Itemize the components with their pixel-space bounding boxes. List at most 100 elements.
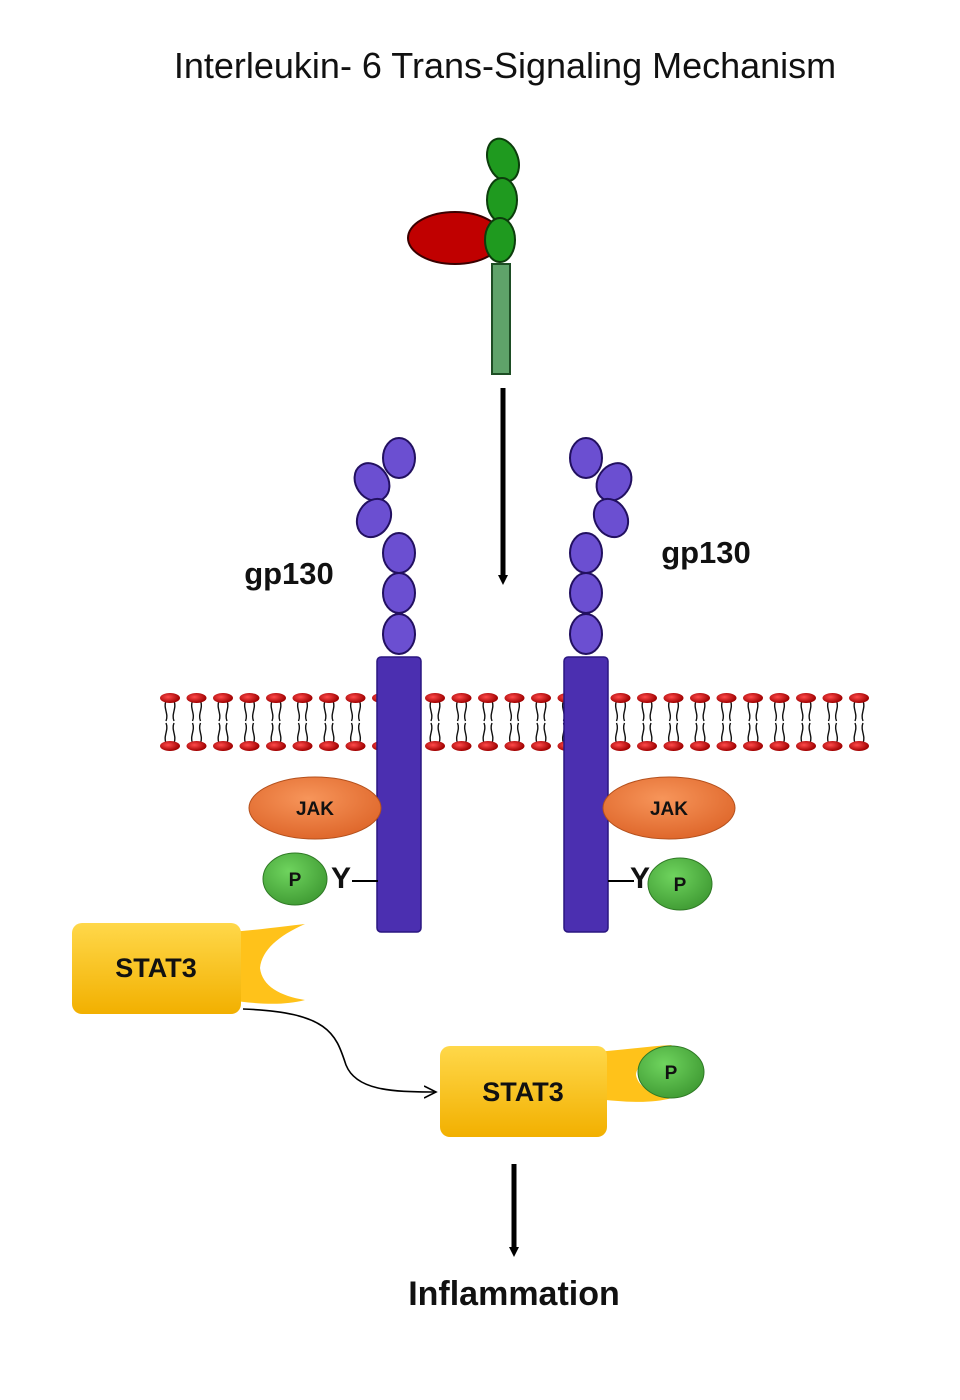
- membrane-tail: [516, 700, 521, 722]
- membrane-tail: [164, 722, 168, 744]
- jak-right-shape: [602, 776, 736, 840]
- gp130-left-domain-5: [382, 572, 416, 614]
- phosphate-right-label: P: [674, 875, 687, 896]
- membrane-tail: [243, 722, 248, 744]
- membrane-lipid-head: [690, 741, 710, 751]
- stat3-active-sh2-claw: [595, 1045, 672, 1102]
- membrane-tail: [641, 700, 645, 722]
- membrane-tail: [773, 722, 778, 744]
- gp130-left-label: gp130: [244, 556, 334, 591]
- membrane-lipid-head: [478, 741, 498, 751]
- membrane-tail: [694, 722, 698, 744]
- membrane-tail: [490, 722, 494, 744]
- membrane-lipid-head: [292, 741, 313, 751]
- membrane-tail: [455, 700, 460, 722]
- membrane-lipid-head: [663, 693, 684, 703]
- phosphate-left-label: P: [289, 870, 302, 891]
- membrane-lipid-head: [796, 693, 816, 703]
- membrane-tail: [270, 722, 274, 744]
- membrane-tail: [853, 722, 857, 744]
- membrane-tail: [800, 722, 804, 744]
- sil6r-domain-middle: [486, 177, 518, 223]
- cell-membrane: [160, 693, 869, 751]
- phosphate-left: [262, 852, 328, 906]
- jak-right: JAK: [602, 776, 736, 840]
- il6-sil6r-complex: [407, 137, 520, 375]
- membrane-tail: [614, 700, 619, 722]
- membrane-tail: [508, 722, 513, 744]
- membrane-tail: [278, 700, 282, 722]
- membrane-tail: [217, 700, 221, 722]
- membrane-lipid-head: [637, 741, 657, 751]
- activation-arrow: [242, 1008, 436, 1092]
- membrane-lipid-head: [425, 741, 445, 751]
- membrane-tail: [270, 700, 274, 722]
- gp130-left-transmembrane: [376, 656, 422, 933]
- membrane-tail: [172, 700, 176, 722]
- membrane-tail: [773, 700, 778, 722]
- stat3-inactive-body: [72, 923, 241, 1014]
- membrane-lipid-head: [796, 741, 816, 751]
- membrane-lipid-head: [743, 693, 763, 703]
- membrane-tail: [622, 722, 627, 744]
- membrane-tail: [508, 700, 513, 722]
- membrane-lipid-head: [769, 741, 790, 751]
- membrane-tail: [429, 722, 433, 744]
- membrane-tail: [535, 722, 539, 744]
- tyrosine-left-label: Y: [331, 862, 351, 895]
- gp130-left-domain-2: [353, 462, 391, 502]
- jak-right-label: JAK: [650, 799, 688, 820]
- stat3-phosphorylated: STAT3 P: [440, 1045, 705, 1137]
- stat3-inactive-sh2-claw: [228, 924, 305, 1004]
- membrane-tail: [323, 700, 327, 722]
- stat3-inactive: STAT3: [72, 923, 305, 1014]
- membrane-lipid-head: [160, 693, 180, 703]
- membrane-tail: [482, 722, 486, 744]
- membrane-lipid-head: [849, 741, 869, 751]
- membrane-lipid-head: [504, 741, 525, 751]
- membrane-tail: [535, 700, 539, 722]
- membrane-tail: [243, 700, 248, 722]
- membrane-tail: [781, 700, 786, 722]
- membrane-tail: [781, 722, 786, 744]
- membrane-lipid-head: [504, 693, 525, 703]
- membrane-tail: [808, 700, 812, 722]
- membrane-lipid-head: [213, 741, 233, 751]
- membrane-tail: [217, 722, 221, 744]
- membrane-tail: [331, 700, 335, 722]
- membrane-tail: [826, 700, 831, 722]
- membrane-lipid-head: [610, 693, 631, 703]
- gp130-right-domain-2: [595, 462, 633, 502]
- stat3-active-body: [440, 1046, 607, 1137]
- gp130-right-domain-1: [569, 437, 603, 479]
- membrane-tail: [278, 722, 282, 744]
- membrane-lipid-head: [239, 741, 260, 751]
- membrane-lipid-head: [690, 693, 710, 703]
- membrane-tail: [190, 722, 195, 744]
- membrane-tail: [331, 722, 335, 744]
- membrane-tail: [251, 700, 256, 722]
- membrane-tail: [702, 700, 706, 722]
- membrane-tail: [198, 722, 203, 744]
- gp130-right-receptor: [563, 437, 633, 933]
- membrane-lipid-head: [345, 741, 366, 751]
- membrane-tail: [728, 722, 733, 744]
- gp130-left-domain-4: [382, 532, 416, 574]
- membrane-tail: [834, 722, 839, 744]
- membrane-tail: [641, 722, 645, 744]
- membrane-tail: [304, 722, 309, 744]
- membrane-tail: [622, 700, 627, 722]
- membrane-lipid-head: [663, 741, 684, 751]
- membrane-tail: [304, 700, 309, 722]
- membrane-lipid-head: [637, 693, 657, 703]
- gp130-right-transmembrane: [563, 656, 609, 933]
- membrane-lipid-head: [531, 693, 551, 703]
- membrane-tail: [164, 700, 168, 722]
- membrane-tail: [357, 722, 362, 744]
- phosphate-right: [647, 857, 713, 911]
- membrane-tail: [675, 722, 680, 744]
- membrane-lipid-head: [822, 741, 843, 751]
- membrane-lipid-head: [266, 741, 286, 751]
- sil6r-domain-bottom: [484, 217, 516, 263]
